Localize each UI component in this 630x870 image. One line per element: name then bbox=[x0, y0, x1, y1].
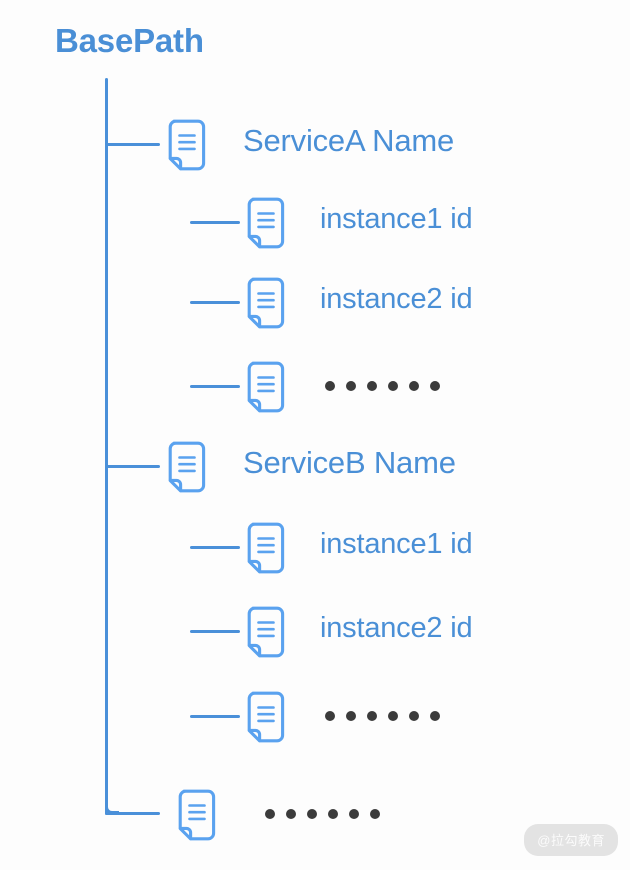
page-title: BasePath bbox=[55, 22, 204, 59]
tree-trunk-line bbox=[105, 78, 108, 815]
ellipsis-dot bbox=[409, 711, 419, 721]
document-icon bbox=[246, 276, 290, 330]
tree-node-label: instance1 id bbox=[320, 528, 473, 560]
ellipsis-dot bbox=[409, 381, 419, 391]
ellipsis-dot bbox=[325, 381, 335, 391]
document-icon bbox=[177, 788, 221, 842]
ellipsis-dot bbox=[367, 381, 377, 391]
ellipsis-dot bbox=[346, 711, 356, 721]
tree-node-label: ServiceB Name bbox=[243, 445, 456, 480]
ellipsis-dot bbox=[388, 381, 398, 391]
watermark-badge: @拉勾教育 bbox=[524, 824, 618, 856]
ellipsis-dots bbox=[325, 711, 440, 721]
document-icon bbox=[246, 360, 290, 414]
ellipsis-dot bbox=[307, 809, 317, 819]
ellipsis-dot bbox=[388, 711, 398, 721]
document-icon bbox=[246, 521, 290, 575]
document-icon bbox=[246, 605, 290, 659]
ellipsis-dot bbox=[370, 809, 380, 819]
tree-branch-connector bbox=[105, 465, 160, 468]
ellipsis-dot bbox=[349, 809, 359, 819]
ellipsis-dot bbox=[286, 809, 296, 819]
tree-node-label: instance1 id bbox=[320, 203, 473, 235]
ellipsis-dot bbox=[430, 711, 440, 721]
document-icon bbox=[167, 440, 211, 494]
tree-branch-connector bbox=[190, 546, 240, 549]
document-icon bbox=[246, 196, 290, 250]
tree-node-label: instance2 id bbox=[320, 612, 473, 644]
tree-branch-connector bbox=[105, 143, 160, 146]
tree-node-label: instance2 id bbox=[320, 283, 473, 315]
tree-branch-connector bbox=[190, 301, 240, 304]
ellipsis-dot bbox=[265, 809, 275, 819]
tree-branch-connector bbox=[190, 385, 240, 388]
document-icon bbox=[246, 690, 290, 744]
ellipsis-dots bbox=[265, 809, 380, 819]
ellipsis-dot bbox=[346, 381, 356, 391]
ellipsis-dots bbox=[325, 381, 440, 391]
tree-node-label: ServiceA Name bbox=[243, 123, 455, 158]
tree-trunk-foot-connector bbox=[105, 812, 160, 815]
ellipsis-dot bbox=[328, 809, 338, 819]
ellipsis-dot bbox=[325, 711, 335, 721]
tree-branch-connector bbox=[190, 630, 240, 633]
ellipsis-dot bbox=[367, 711, 377, 721]
ellipsis-dot bbox=[430, 381, 440, 391]
tree-branch-connector bbox=[190, 715, 240, 718]
tree-branch-connector bbox=[190, 221, 240, 224]
document-icon bbox=[167, 118, 211, 172]
